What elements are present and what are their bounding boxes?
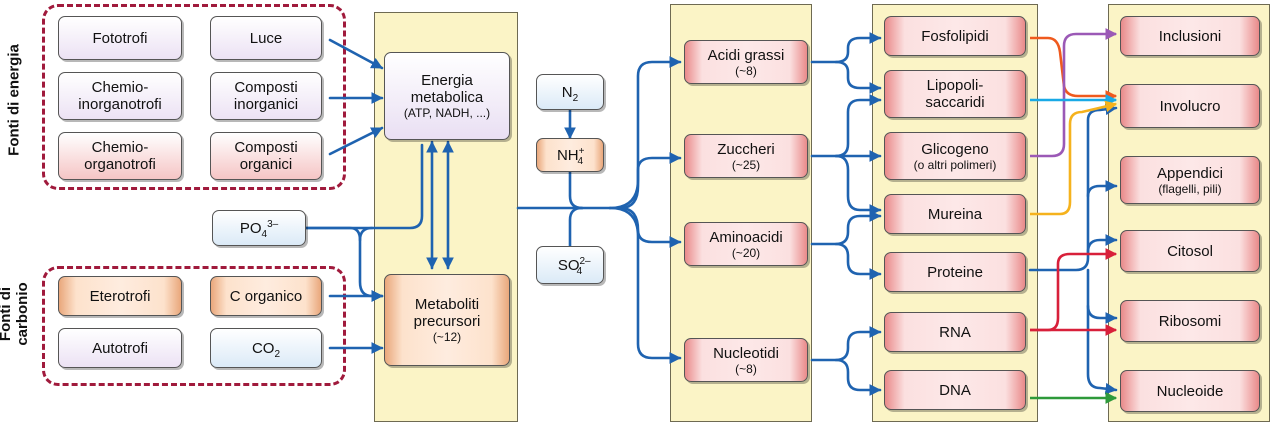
amino-acids-box: Aminoacidi (~20)	[684, 222, 808, 266]
proteins-label: Proteine	[927, 263, 983, 281]
structures-panel	[1108, 4, 1270, 422]
dna-box: DNA	[884, 370, 1026, 410]
envelope-label: Involucro	[1159, 97, 1221, 115]
heterotrophs-label: Eterotrofi	[89, 287, 151, 305]
nucleoid-box: Nucleoide	[1120, 370, 1260, 412]
cytosol-box: Citosol	[1120, 230, 1260, 272]
n2-label: N2	[561, 83, 579, 104]
nucleotides-label: Nucleotidi	[713, 344, 779, 362]
phosphate-box: PO43–	[212, 210, 306, 246]
light-box: Luce	[210, 16, 322, 60]
autotrophs-box: Autotrofi	[58, 328, 182, 368]
organic-compounds-box: Composti organici	[210, 132, 322, 180]
rna-box: RNA	[884, 312, 1026, 352]
ribosomes-label: Ribosomi	[1158, 312, 1222, 330]
metabolic-energy-label: Energia metabolica	[410, 72, 484, 106]
glycogen-note: (o altri polimeri)	[913, 157, 997, 172]
phosphate-label: PO43–	[239, 218, 279, 240]
lipopolysaccharides-box: Lipopoli- saccaridi	[884, 70, 1026, 118]
nh4-label: NH+4	[556, 145, 585, 167]
fatty-acids-box: Acidi grassi (~8)	[684, 40, 808, 84]
precursor-metabolites-label: Metaboliti precursori	[413, 296, 481, 330]
sugars-label: Zuccheri	[717, 140, 775, 158]
co2-box: CO2	[210, 328, 322, 368]
lipopolysaccharides-label: Lipopoli- saccaridi	[925, 77, 985, 111]
sulfate-box: SO2–4	[536, 246, 604, 284]
phototrophs-box: Fototrofi	[58, 16, 182, 60]
murein-label: Mureina	[927, 205, 983, 223]
organic-compounds-label: Composti organici	[234, 139, 298, 173]
phospholipids-label: Fosfolipidi	[921, 27, 989, 45]
precursor-metabolites-sub: (~12)	[432, 330, 462, 344]
light-label: Luce	[249, 29, 283, 47]
sugars-count: (~25)	[731, 157, 761, 172]
metabolic-energy-box: Energia metabolica (ATP, NADH, ...)	[384, 52, 510, 140]
nucleotides-box: Nucleotidi (~8)	[684, 338, 808, 382]
glycogen-box: Glicogeno (o altri polimeri)	[884, 132, 1026, 180]
appendages-label: Appendici	[1157, 164, 1223, 182]
inclusions-label: Inclusioni	[1158, 27, 1222, 45]
precursor-metabolites-box: Metaboliti precursori (~12)	[384, 274, 510, 366]
appendages-note: (flagelli, pili)	[1158, 181, 1222, 196]
glycogen-label: Glicogeno	[921, 140, 989, 158]
autotrophs-label: Autotrofi	[92, 339, 148, 357]
amino-acids-count: (~20)	[731, 245, 761, 260]
inclusions-box: Inclusioni	[1120, 16, 1260, 56]
sulfate-label: SO2–4	[557, 255, 591, 277]
dna-label: DNA	[939, 381, 971, 399]
carbon-sources-group	[42, 266, 346, 386]
organic-carbon-label: C organico	[229, 287, 303, 305]
n2-box: N2	[536, 74, 604, 110]
murein-box: Mureina	[884, 194, 1026, 234]
organic-carbon-box: C organico	[210, 276, 322, 316]
inorganic-compounds-label: Composti inorganici	[233, 79, 299, 113]
chemolithotrophs-box: Chemio- inorganotrofi	[58, 72, 182, 120]
metabolic-energy-sub: (ATP, NADH, ...)	[403, 106, 491, 120]
fatty-acids-count: (~8)	[735, 63, 757, 78]
chemoorganotrophs-label: Chemio- organotrofi	[84, 139, 156, 173]
phototrophs-label: Fototrofi	[92, 29, 148, 47]
nucleoid-label: Nucleoide	[1156, 382, 1224, 400]
ribosomes-box: Ribosomi	[1120, 300, 1260, 342]
chemoorganotrophs-box: Chemio- organotrofi	[58, 132, 182, 180]
nucleotides-count: (~8)	[735, 361, 757, 376]
heterotrophs-box: Eterotrofi	[58, 276, 182, 316]
fatty-acids-label: Acidi grassi	[707, 46, 785, 64]
chemolithotrophs-label: Chemio- inorganotrofi	[78, 79, 162, 113]
proteins-box: Proteine	[884, 252, 1026, 292]
appendages-box: Appendici (flagelli, pili)	[1120, 156, 1260, 204]
nh4-box: NH+4	[536, 138, 604, 172]
cytosol-label: Citosol	[1167, 242, 1213, 260]
sugars-box: Zuccheri (~25)	[684, 134, 808, 178]
envelope-box: Involucro	[1120, 84, 1260, 128]
inorganic-compounds-box: Composti inorganici	[210, 72, 322, 120]
phospholipids-box: Fosfolipidi	[884, 16, 1026, 56]
amino-acids-label: Aminoacidi	[709, 228, 783, 246]
co2-label: CO2	[251, 339, 281, 360]
rna-label: RNA	[939, 323, 971, 341]
